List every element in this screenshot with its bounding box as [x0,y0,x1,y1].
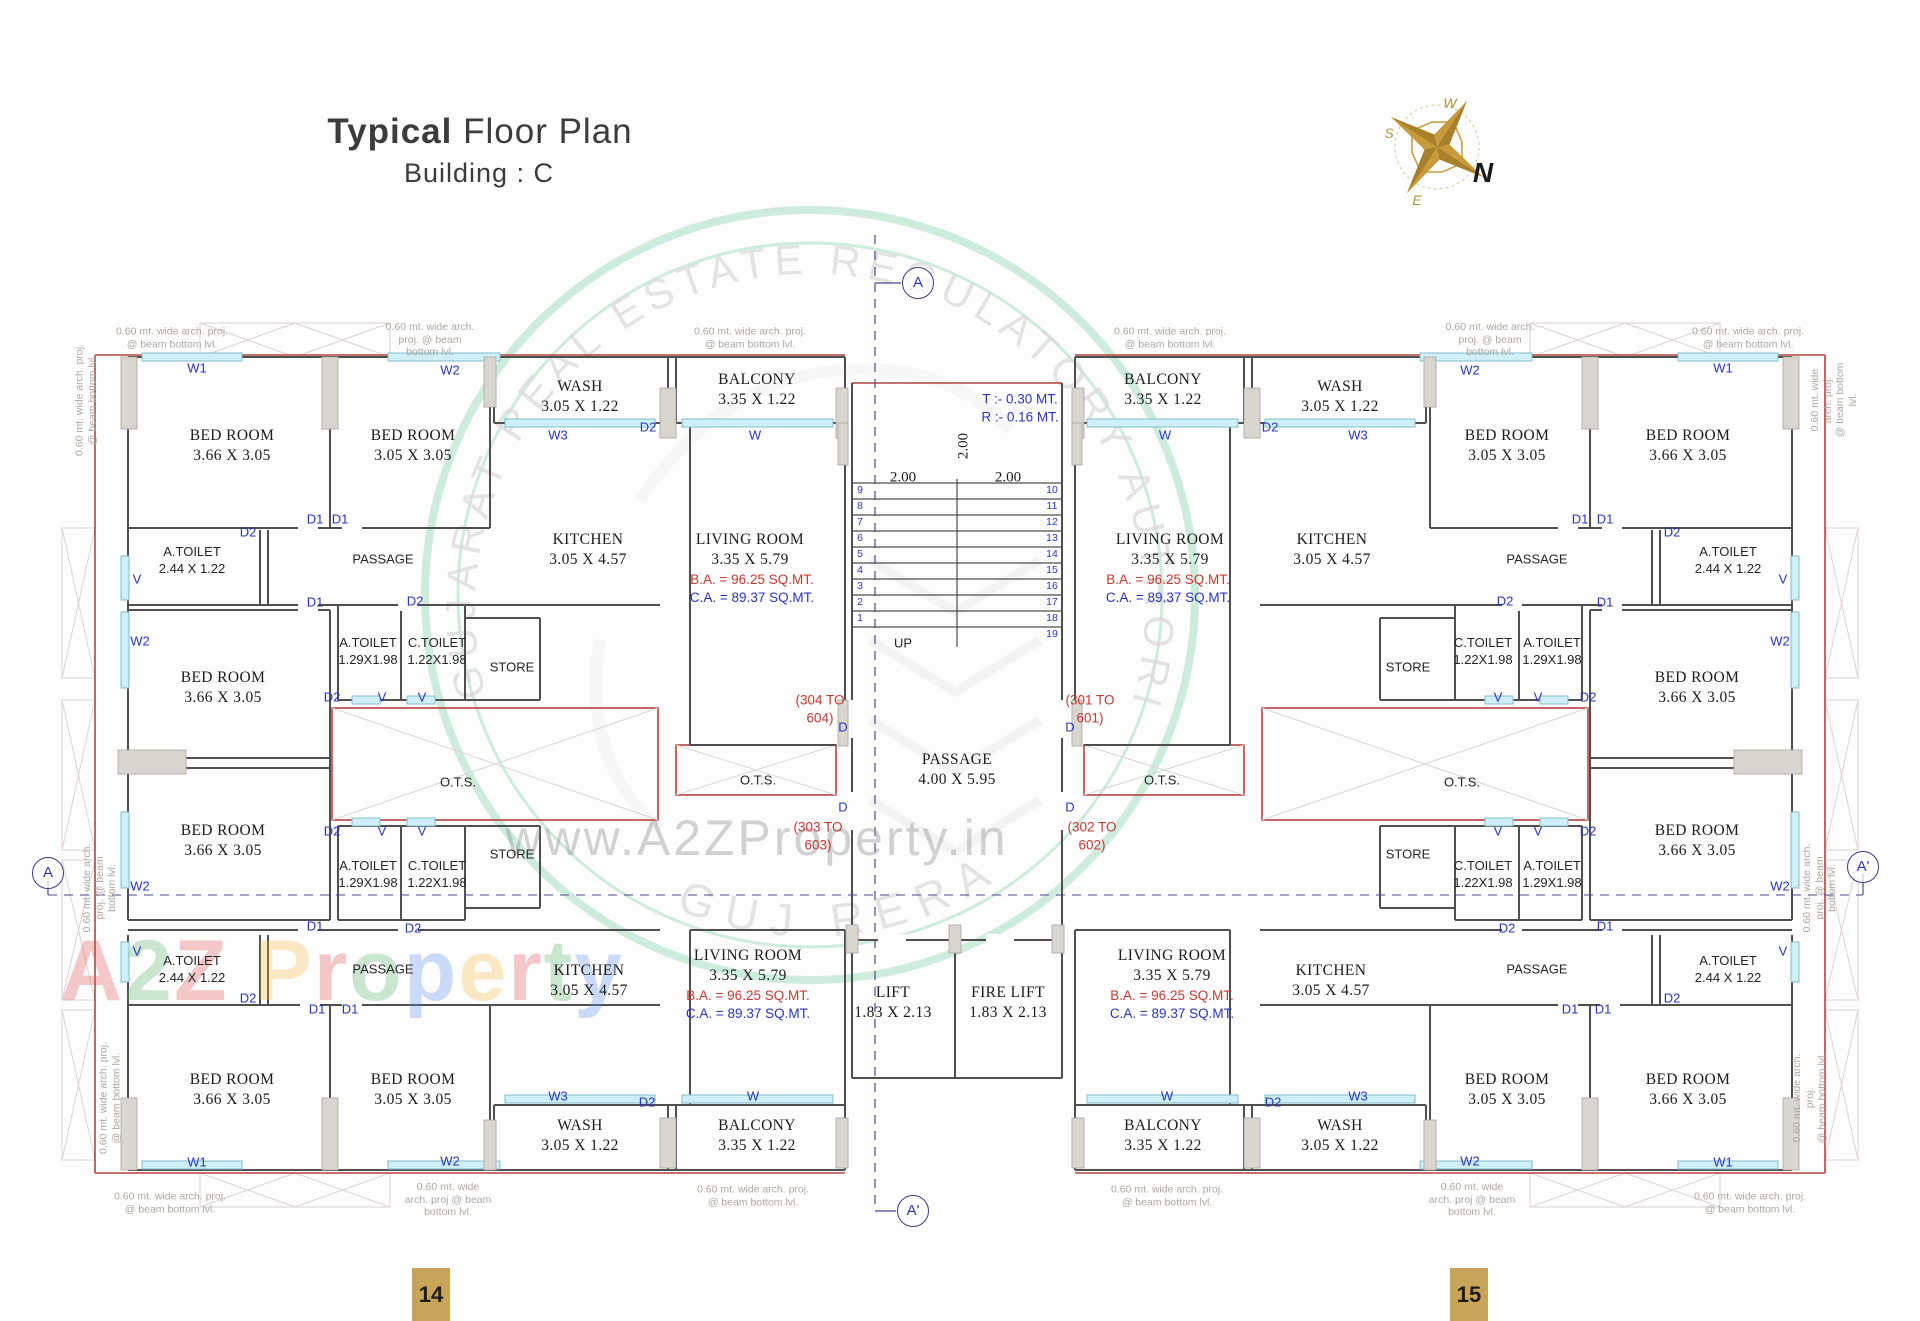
site-watermark: www.A2ZProperty.in [505,810,1009,866]
compass-west-label: W [1443,95,1458,111]
a2z-watermark: A2Z Property [60,922,624,1021]
page-title: Typical Floor Plan [327,112,632,152]
compass-north-label: N [1473,157,1494,188]
compass-east-label: E [1412,192,1422,208]
columns [117,356,1803,1171]
compass-icon: W S E N [1384,95,1494,208]
a2z-watermark-letter: t [543,923,575,1019]
a2z-watermark-letter: r [508,923,544,1019]
a2z-watermark-letter: e [458,923,509,1019]
ots-cross-hatch [331,707,1589,821]
page-title-bold: Typical [327,112,453,151]
a2z-watermark-letter [229,923,255,1019]
a2z-watermark-letter: y [574,923,625,1019]
a2z-watermark-letter: A [60,923,125,1019]
door-openings [298,522,1622,1011]
window-strips [120,352,1800,1170]
page-number-right: 15 [1450,1268,1488,1321]
a2z-watermark-letter: r [313,923,350,1019]
a2z-watermark-letter: P [254,923,314,1019]
a2z-watermark-letter: o [349,923,404,1019]
page-subtitle: Building : C [403,158,555,188]
page-number-left: 14 [412,1268,450,1321]
page-title-rest: Floor Plan [452,112,633,151]
a2z-watermark-letter: p [403,923,459,1019]
compass-south-label: S [1384,125,1394,141]
section-lines [47,235,1864,1212]
walls-right-unit [1074,356,1793,1171]
a2z-watermark-letter: Z [173,923,229,1019]
a2z-watermark-letter: 2 [124,923,174,1019]
